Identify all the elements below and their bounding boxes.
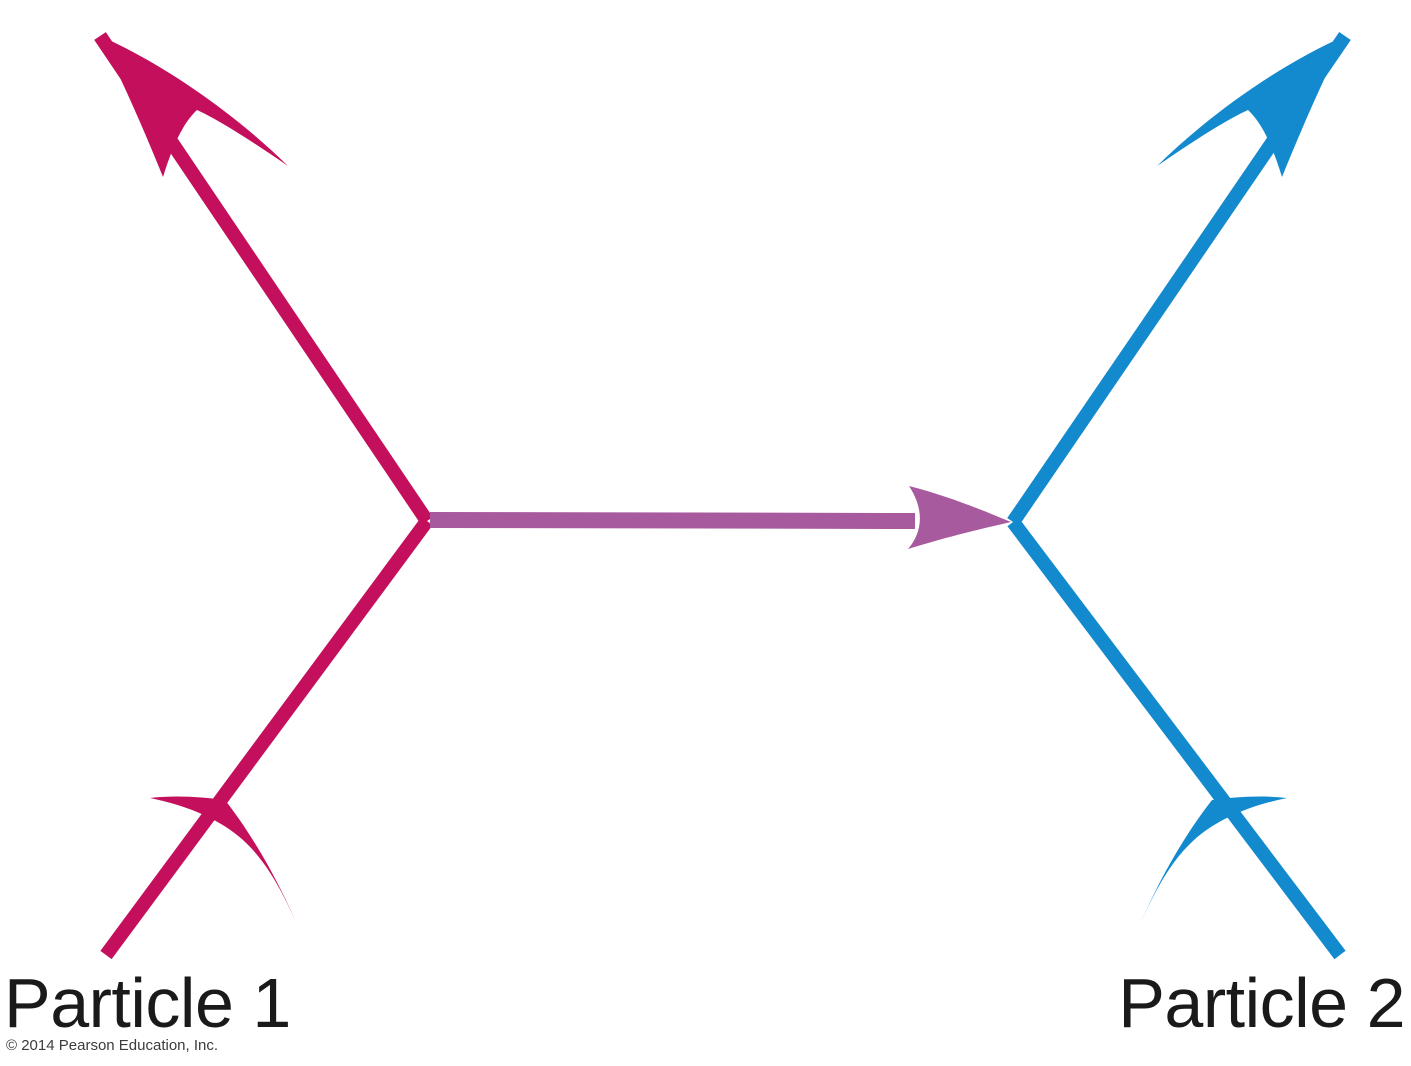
particle-2-group [1007,32,1351,960]
particle-2-outgoing-arrowhead [1157,36,1345,177]
mediator-arrowhead [908,486,1011,549]
particle-2-incoming-line [1007,517,1346,960]
particle-1-label: Particle 1 [4,964,291,1042]
mediator-group [429,486,1011,549]
particle-1-incoming-arrowhead [150,796,296,922]
particle-1-group [94,32,433,960]
copyright-notice: © 2014 Pearson Education, Inc. [6,1037,219,1054]
particle-1-outgoing-arrowhead [100,36,288,177]
mediator-line [429,512,916,529]
particle-2-label: Particle 2 [1118,964,1405,1042]
particle-2-incoming-arrowhead [1141,796,1287,922]
particle-1-incoming-line [100,516,433,960]
